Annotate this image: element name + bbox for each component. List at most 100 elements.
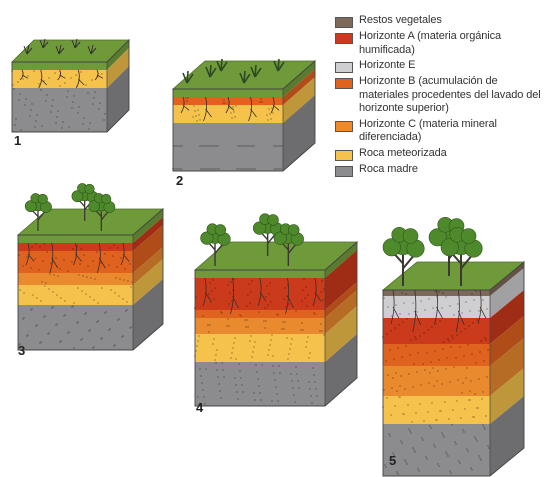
layer-texture [482,391,484,393]
tree-foliage [88,200,101,213]
layer-texture [480,459,482,461]
layer-side-rocaMeteorizada [283,77,315,123]
layer-texture [300,329,302,331]
layer-texture [94,91,96,93]
layer-texture [54,72,56,74]
layer-texture [455,443,457,445]
layer-texture [213,338,215,340]
layer-texture [289,348,291,350]
layer-front-rocaMeteorizada [173,105,283,123]
layer-texture [213,298,215,300]
layer-texture [419,335,421,337]
layer-texture [208,168,210,170]
layer-texture [87,92,89,94]
root [285,277,294,315]
root [257,277,267,307]
layer-texture [52,99,54,101]
layer-texture [78,274,80,276]
layer-texture [233,278,235,280]
layer-texture [483,360,485,362]
layer-side-horizonteB [283,69,315,105]
layer-texture [231,300,233,302]
layer-texture [278,168,280,170]
layer-texture [422,439,424,441]
layer-texture [240,168,242,170]
layer-texture [391,387,393,389]
layer-texture [457,379,459,381]
layer-texture [473,299,475,301]
layer-texture [205,145,207,147]
layer-texture [253,346,255,348]
layer-texture [46,94,48,96]
layer-texture [101,337,103,339]
soil-block-3 [16,183,165,351]
layer-texture [412,386,414,388]
layer-texture [476,319,478,321]
layer-texture [114,292,116,294]
layer-texture [426,458,428,460]
layer-texture [67,270,69,272]
layer-texture [292,387,294,389]
layer-texture [105,311,107,313]
layer-texture [390,414,392,416]
layer-texture [426,352,428,354]
layer-texture [55,122,57,124]
layer-texture [314,381,316,383]
layer-texture [46,251,48,253]
layer-texture [216,168,218,170]
layer-texture [463,431,465,433]
layer-front-horizonteA [18,243,133,251]
legend-item-restos: Restos vegetales [335,14,547,28]
layer-texture [19,93,21,95]
layer-texture [399,313,401,315]
layer-texture [18,99,20,101]
layer-texture [239,370,241,372]
layer-texture [232,106,234,108]
layer-texture [14,124,16,126]
layer-texture [249,145,251,147]
layer-texture [220,397,222,399]
layer-texture [303,278,305,280]
layer-texture [88,128,90,130]
layer-texture [451,335,453,337]
layer-texture [25,98,27,100]
layer-texture [396,471,398,473]
legend-item-horizonteB: Horizonte B (acumulación de materiales p… [335,75,547,116]
layer-texture [308,357,310,359]
layer-texture [244,168,246,170]
layer-texture [410,432,412,434]
layer-texture [80,248,82,250]
layer-texture [90,277,92,279]
layer-side-rocaMeteorizada [133,259,163,305]
layer-texture [175,145,177,147]
layer-texture [441,383,443,385]
layer-texture [389,435,391,437]
layer-texture [462,429,464,431]
layer-texture [73,302,75,304]
layer-texture [397,347,399,349]
layer-texture [467,450,469,452]
layer-texture [130,286,132,288]
layer-texture [115,277,117,279]
layer-texture [85,84,87,86]
layer-texture [393,454,395,456]
layer-texture [276,393,278,395]
layer-texture [36,324,38,326]
root [202,277,212,307]
layer-texture [459,462,461,464]
layer-texture [212,168,214,170]
layer-texture [246,319,248,321]
layer-texture [408,373,410,375]
layer-texture [230,112,232,114]
layer-texture [321,330,323,332]
layer-texture [247,145,249,147]
layer-texture [270,339,272,341]
layer-texture [463,355,465,357]
tree-foliage [402,228,419,244]
layer-texture [56,294,58,296]
layer-texture [234,337,236,339]
layer-texture [269,282,271,284]
layer-texture [251,145,253,147]
layer-texture [77,287,79,289]
tree-foliage [24,200,37,213]
